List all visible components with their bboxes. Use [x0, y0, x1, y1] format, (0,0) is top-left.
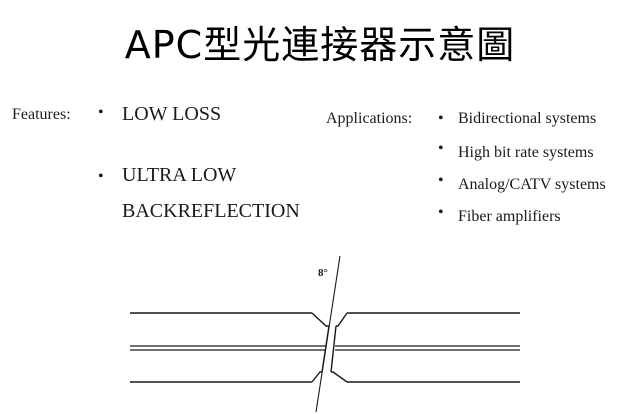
- application-item-bidirectional: Bidirectional systems: [458, 110, 597, 127]
- bullet-icon: •: [98, 168, 104, 185]
- right-angled-end-face: [330, 325, 337, 373]
- angle-label: 8°: [318, 267, 328, 279]
- applications-label: Applications:: [326, 110, 413, 127]
- application-item-analog-catv: Analog/CATV systems: [458, 176, 606, 193]
- application-item-fiber-amplifiers: Fiber amplifiers: [458, 208, 561, 225]
- bullet-icon: •: [438, 204, 444, 221]
- feature-item-backreflection: BACKREFLECTION: [122, 200, 300, 222]
- right-tip-bottom-taper: [331, 371, 348, 383]
- left-tip-top-taper: [311, 312, 329, 327]
- slide-title: APC型光連接器示意圖: [124, 23, 516, 67]
- bullet-icon: •: [438, 172, 444, 189]
- bullet-icon: •: [438, 110, 444, 127]
- angle-reference-line: [315, 255, 341, 413]
- bullet-icon: •: [98, 104, 104, 121]
- left-tip-bottom-taper: [311, 371, 322, 383]
- feature-item-low-loss: LOW LOSS: [122, 103, 222, 125]
- feature-item-ultra-low: ULTRA LOW: [122, 164, 237, 186]
- application-item-high-bit-rate: High bit rate systems: [458, 144, 594, 161]
- right-tip-top-taper: [336, 312, 348, 327]
- bullet-icon: •: [438, 140, 444, 157]
- features-label: Features:: [12, 106, 71, 123]
